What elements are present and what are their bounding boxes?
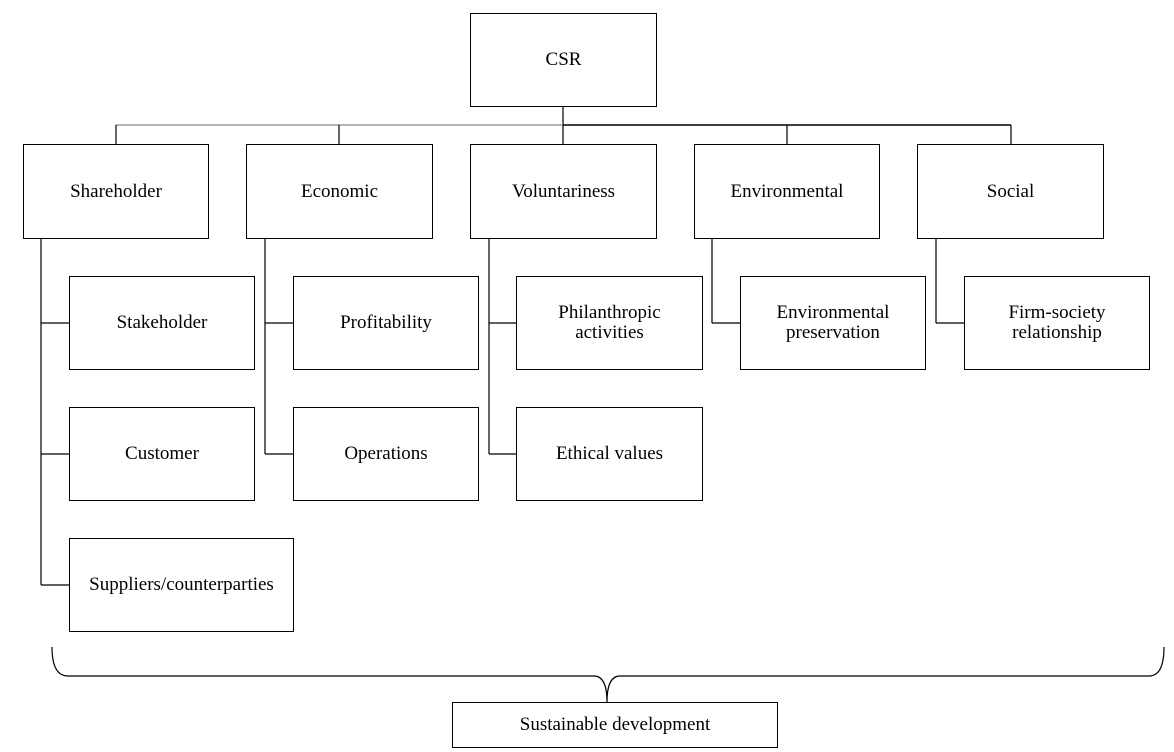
category-label: Voluntariness [511, 180, 616, 202]
outcome-label: Sustainable development [519, 714, 711, 735]
item-stakeholder: Stakeholder [69, 276, 255, 370]
item-label: Environmental preservation [776, 302, 890, 343]
item-label: Ethical values [555, 443, 664, 464]
category-economic: Economic [246, 144, 433, 239]
item-label: Customer [125, 443, 199, 464]
item-label: Stakeholder [116, 312, 208, 333]
category-label: Economic [300, 180, 379, 202]
category-voluntariness: Voluntariness [470, 144, 657, 239]
category-shareholder: Shareholder [23, 144, 209, 239]
category-social: Social [917, 144, 1104, 239]
category-label: Environmental [730, 180, 844, 202]
root-node-csr: CSR [470, 13, 657, 107]
category-environmental: Environmental [694, 144, 880, 239]
item-label: Firm-society relationship [1008, 302, 1106, 343]
outcome-sustainable-development: Sustainable development [452, 702, 778, 748]
item-operations: Operations [293, 407, 479, 501]
item-customer: Customer [69, 407, 255, 501]
category-label: Social [986, 180, 1035, 202]
item-suppliers-counterparties: Suppliers/counterparties [69, 538, 294, 632]
curly-brace [51, 646, 1165, 703]
item-environmental-preservation: Environmental preservation [740, 276, 926, 370]
item-philanthropic-activities: Philanthropic activities [516, 276, 703, 370]
item-ethical-values: Ethical values [516, 407, 703, 501]
item-profitability: Profitability [293, 276, 479, 370]
category-label: Shareholder [70, 180, 162, 202]
item-firm-society-relationship: Firm-society relationship [964, 276, 1150, 370]
item-label: Philanthropic activities [558, 302, 661, 343]
root-label: CSR [545, 49, 582, 70]
item-label: Profitability [340, 312, 432, 333]
item-label: Operations [344, 443, 428, 464]
item-label: Suppliers/counterparties [89, 574, 274, 595]
